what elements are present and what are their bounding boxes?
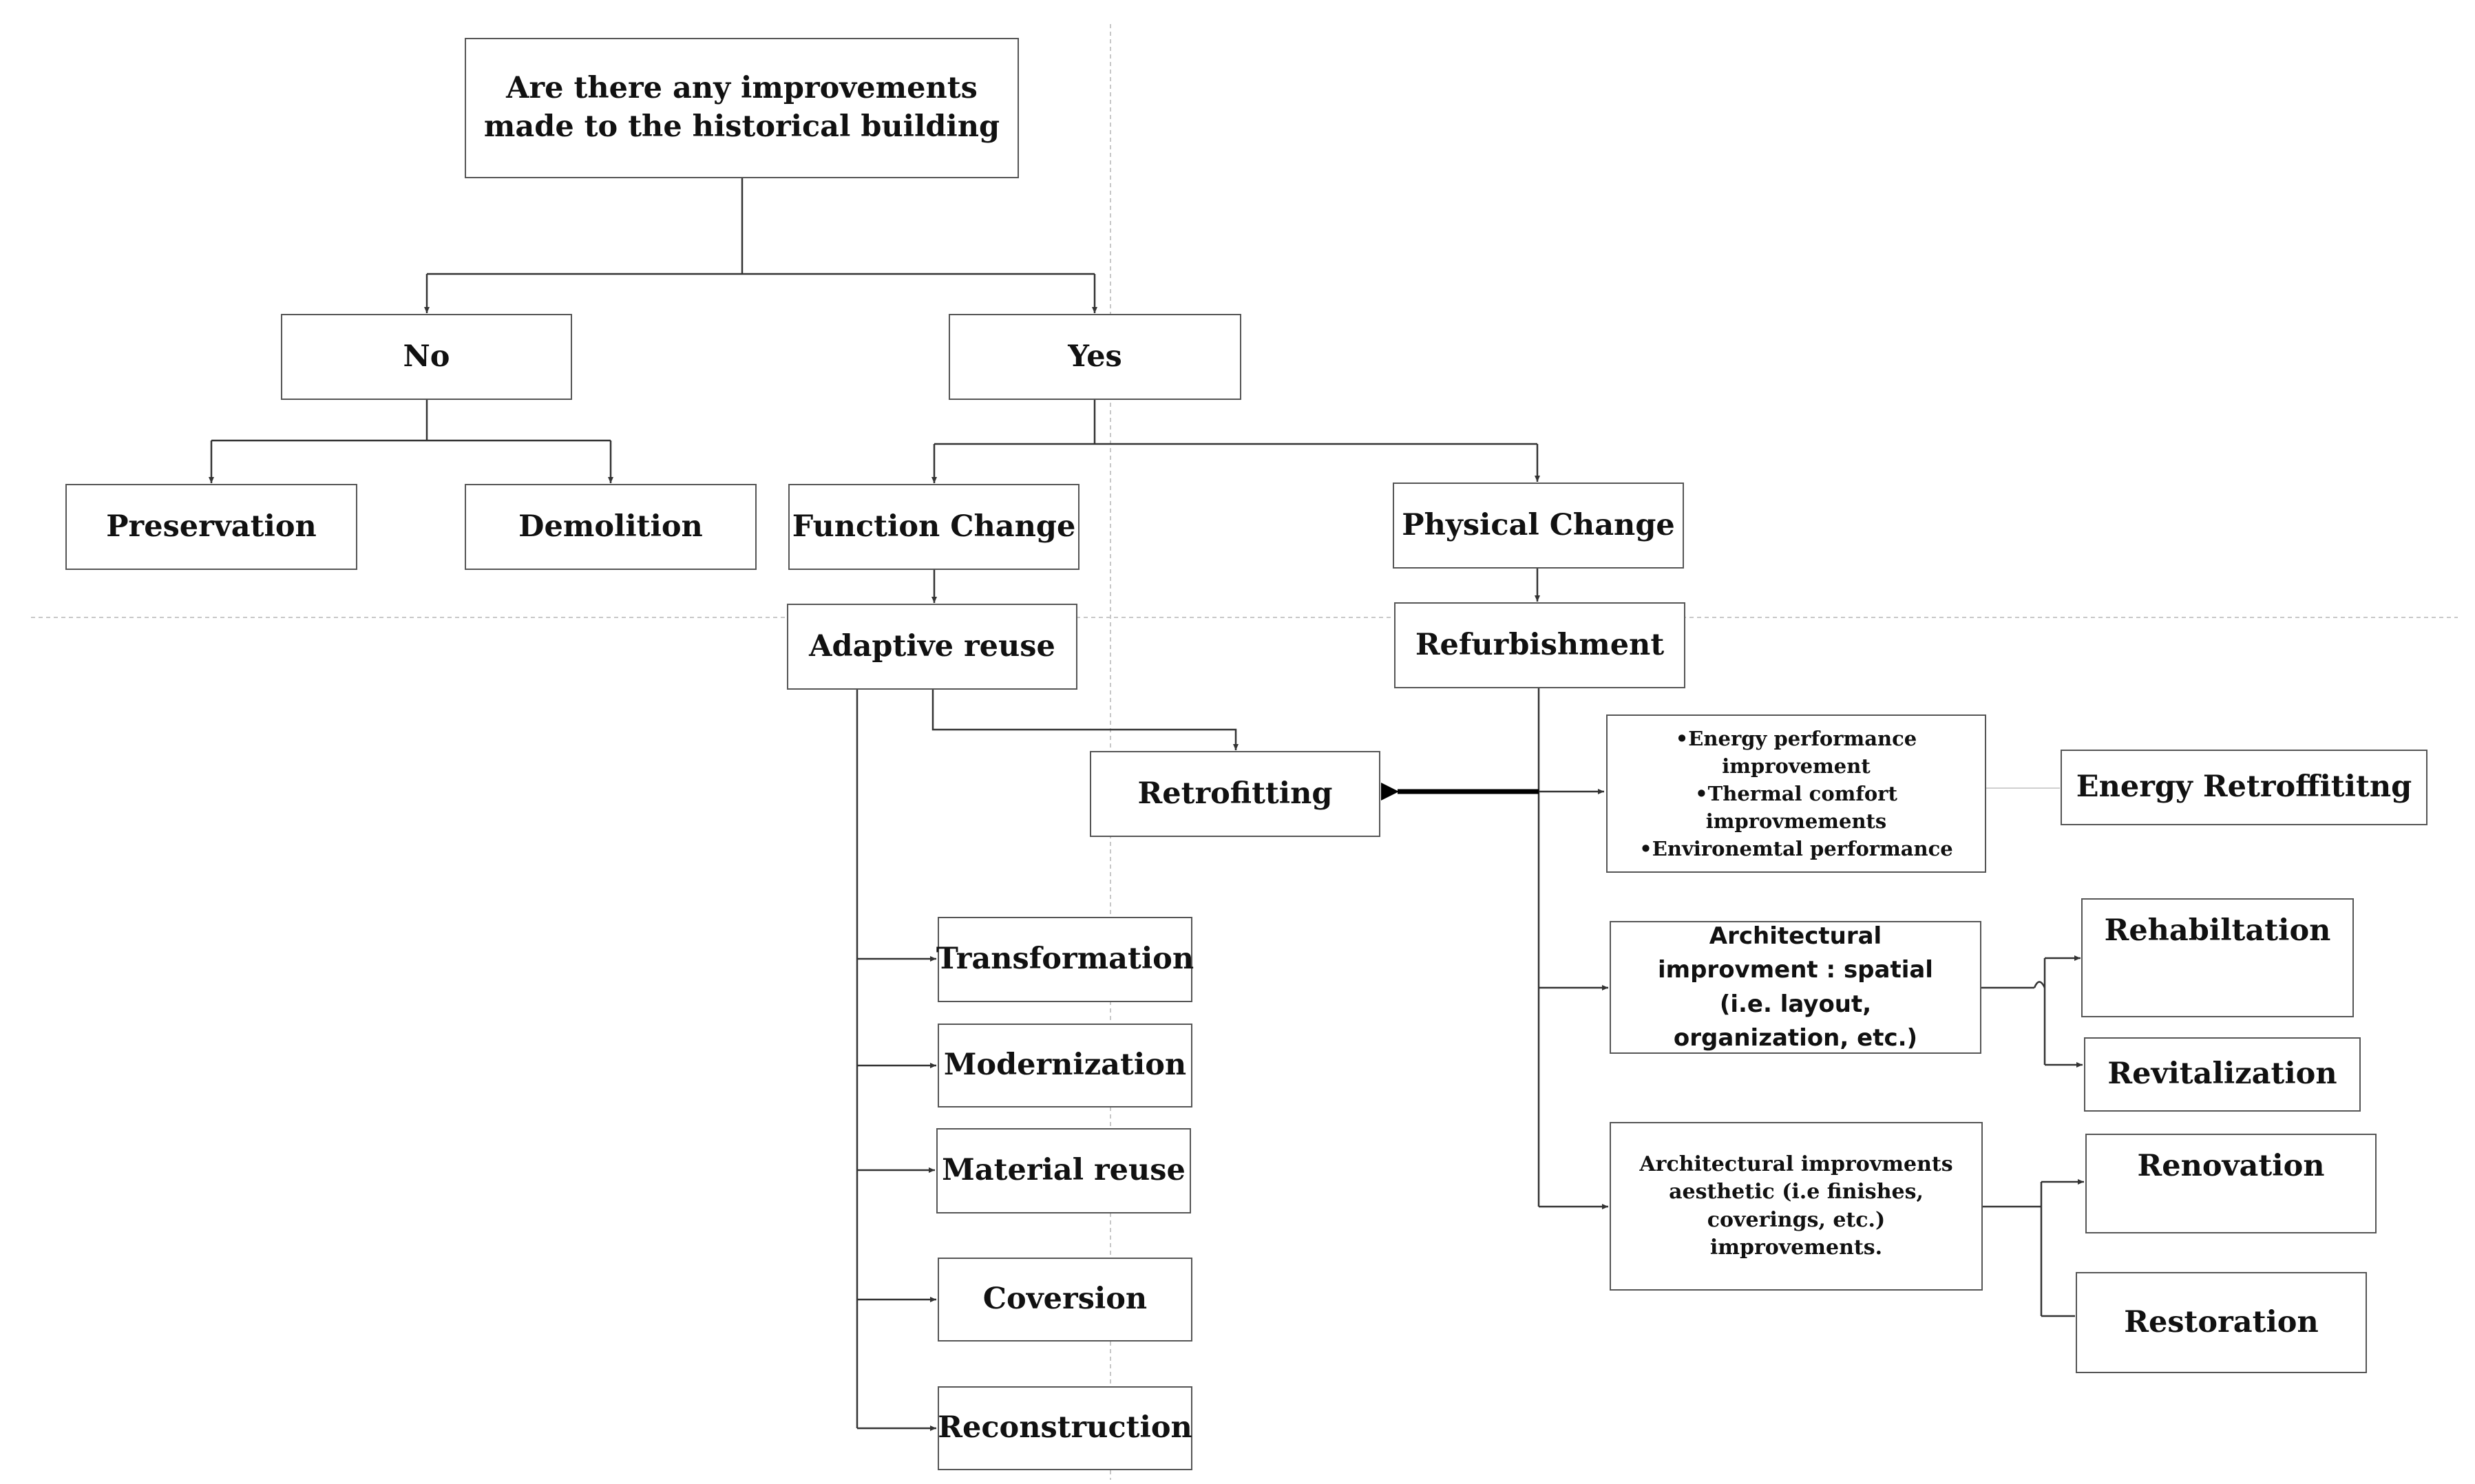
- arch-aesthetic-box: Architectural improvments aesthetic (i.e…: [1610, 1122, 1983, 1291]
- energy-measures-box: •Energy performance improvement •Thermal…: [1606, 714, 1986, 873]
- energy-measure-line: improvmements: [1705, 809, 1887, 833]
- connector-hop: [2033, 981, 2046, 988]
- restoration-box: Restoration: [2076, 1272, 2367, 1373]
- rehabilitation-box: Rehabiltation: [2081, 898, 2354, 1017]
- question-box: Are there any improvements made to the h…: [465, 38, 1019, 178]
- arrow-adaptive-to-retrofitting: [931, 690, 1239, 750]
- conversion-box: Coversion: [938, 1258, 1192, 1342]
- physical-change-box: Physical Change: [1393, 483, 1684, 569]
- arch-spatial-box: Architectural improvment : spatial (i.e.…: [1610, 921, 1981, 1054]
- preservation-box: Preservation: [65, 484, 357, 570]
- transformation-box: Transformation: [936, 917, 1194, 1002]
- energy-measure-line: improvement: [1722, 754, 1871, 778]
- energy-measure-line: •Energy performance: [1675, 726, 1917, 750]
- energy-measure-line: •Environemtal performance: [1639, 837, 1953, 861]
- energy-retrofitting-box: Energy Retroffititng: [2061, 750, 2427, 825]
- material-reuse-box: Material reuse: [936, 1128, 1191, 1213]
- energy-measures-list: •Energy performance improvement •Thermal…: [1639, 725, 1953, 862]
- adaptive-reuse-box: Adaptive reuse: [787, 604, 1077, 690]
- no-box: No: [281, 314, 572, 400]
- function-change-box: Function Change: [788, 484, 1079, 570]
- modernization-box: Modernization: [938, 1024, 1192, 1107]
- reconstruction-box: Reconstruction: [938, 1386, 1192, 1470]
- renovation-box: Renovation: [2085, 1134, 2377, 1233]
- energy-measure-line: •Thermal comfort: [1695, 781, 1897, 805]
- retrofitting-box: Retrofitting: [1090, 751, 1380, 837]
- yes-box: Yes: [949, 314, 1241, 400]
- refurbishment-box: Refurbishment: [1394, 602, 1685, 688]
- revitalization-box: Revitalization: [2084, 1037, 2361, 1112]
- demolition-box: Demolition: [465, 484, 757, 570]
